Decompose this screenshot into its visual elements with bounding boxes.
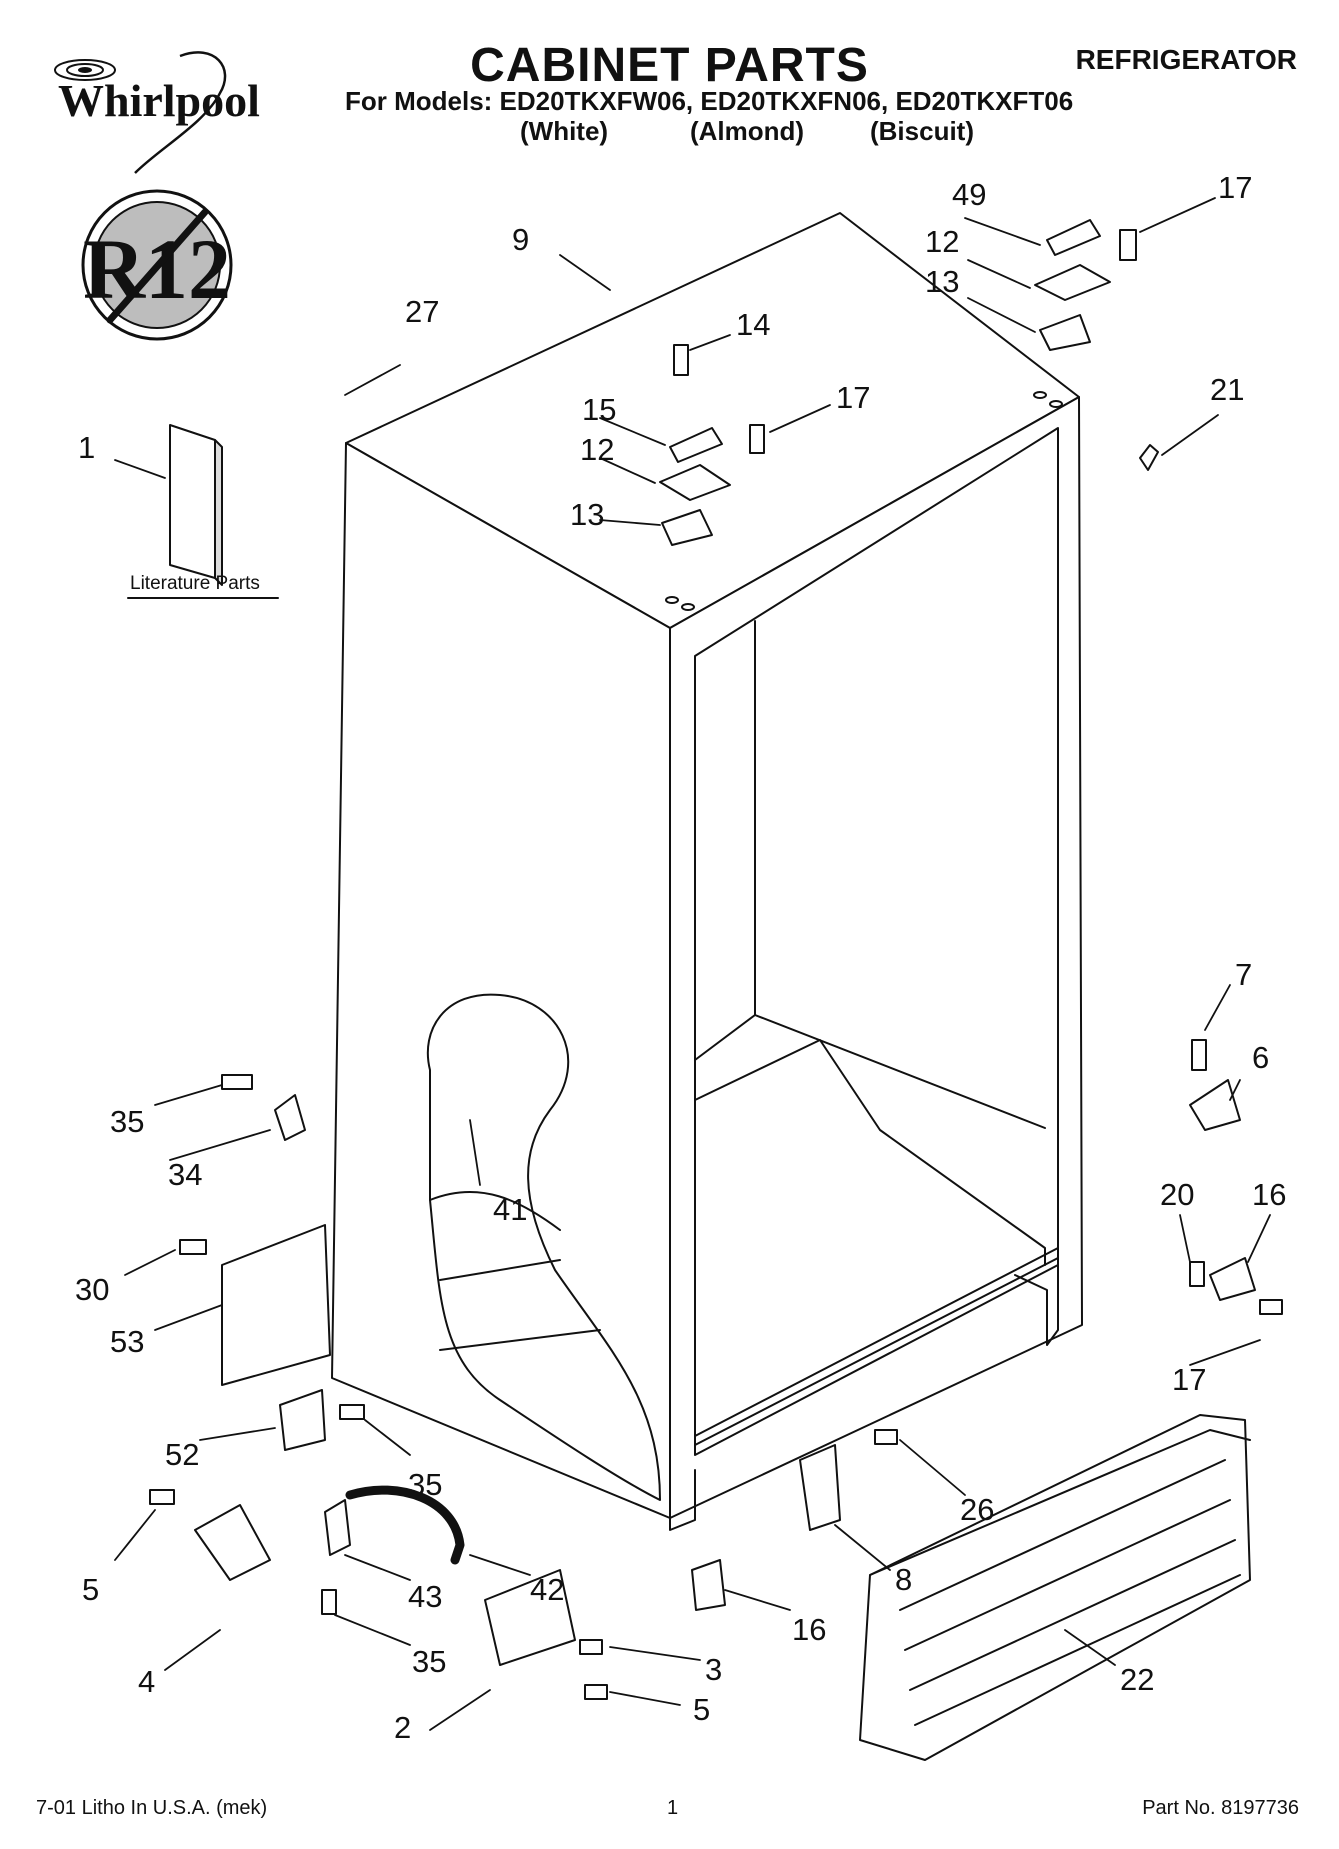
callout-15: 15 <box>582 392 616 427</box>
color-biscuit: (Biscuit) <box>870 116 974 146</box>
whirlpool-logo: Whirlpool <box>54 51 260 174</box>
page-title: CABINET PARTS <box>470 39 869 92</box>
callout-35: 35 <box>412 1644 446 1679</box>
callout-41: 41 <box>493 1192 527 1227</box>
page-number: 1 <box>667 1797 679 1819</box>
callout-17: 17 <box>836 380 870 415</box>
callout-26: 26 <box>960 1492 994 1527</box>
callout-49: 49 <box>952 177 986 212</box>
no-r12-badge: R12 <box>81 189 233 341</box>
callout-53: 53 <box>110 1324 144 1359</box>
callout-6: 6 <box>1252 1040 1269 1075</box>
callout-35: 35 <box>110 1104 144 1139</box>
cabinet-body <box>331 212 1083 1531</box>
color-almond: (Almond) <box>690 116 805 146</box>
callout-12: 12 <box>580 432 614 467</box>
callout-20: 20 <box>1160 1177 1194 1212</box>
callout-3: 3 <box>705 1652 722 1687</box>
part-number: Part No. 8197736 <box>1142 1797 1299 1819</box>
callout-2: 2 <box>394 1710 411 1745</box>
literature-label: Literature Parts <box>130 573 260 594</box>
callout-21: 21 <box>1210 372 1244 407</box>
models-line: For Models: ED20TKXFW06, ED20TKXFN06, ED… <box>345 86 1074 116</box>
callout-43: 43 <box>408 1579 442 1614</box>
callout-5: 5 <box>82 1572 99 1607</box>
callout-34: 34 <box>168 1157 202 1192</box>
leader-lines <box>114 197 1271 1731</box>
callout-5: 5 <box>693 1692 710 1727</box>
callout-12: 12 <box>925 224 959 259</box>
callout-9: 9 <box>512 222 529 257</box>
print-info: 7-01 Litho In U.S.A. (mek) <box>36 1797 268 1819</box>
callout-52: 52 <box>165 1437 199 1472</box>
callout-4: 4 <box>138 1664 155 1699</box>
callout-14: 14 <box>736 307 770 342</box>
callout-42: 42 <box>530 1572 564 1607</box>
callout-13: 13 <box>570 497 604 532</box>
callout-1: 1 <box>78 430 95 465</box>
callout-22: 22 <box>1120 1662 1154 1697</box>
bottom-parts <box>149 1039 1283 1761</box>
callout-labels: 9 27 49 17 12 13 14 17 15 12 13 21 1 7 6… <box>75 170 1286 1745</box>
callout-17: 17 <box>1172 1362 1206 1397</box>
callout-7: 7 <box>1235 957 1252 992</box>
color-white: (White) <box>520 116 609 146</box>
callout-17: 17 <box>1218 170 1252 205</box>
callout-27: 27 <box>405 294 439 329</box>
hinge-parts <box>659 219 1159 546</box>
category-label: REFRIGERATOR <box>1075 44 1297 75</box>
callout-30: 30 <box>75 1272 109 1307</box>
brand-text: Whirlpool <box>58 75 260 126</box>
callout-13: 13 <box>925 264 959 299</box>
callout-16: 16 <box>792 1612 826 1647</box>
callout-16: 16 <box>1252 1177 1286 1212</box>
callout-35: 35 <box>408 1467 442 1502</box>
literature-booklet: Literature Parts <box>127 424 279 599</box>
callout-8: 8 <box>895 1562 912 1597</box>
